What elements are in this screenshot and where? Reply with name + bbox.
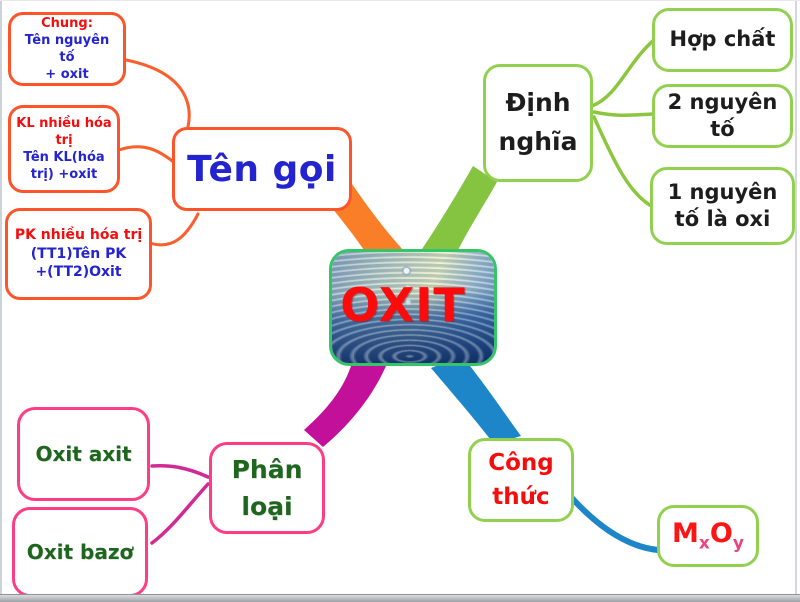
- node-definition-two-elements[interactable]: 2 nguyên tố: [652, 84, 793, 148]
- node-center-oxit-label: OXIT: [340, 278, 466, 332]
- node-center-oxit[interactable]: OXIT: [329, 249, 497, 366]
- connector-naming-nonmetal: [148, 212, 200, 247]
- node-naming-nonmetal-body1: (TT1)Tên PK: [30, 245, 127, 262]
- node-naming[interactable]: Tên gọi: [172, 127, 352, 211]
- formula-x-subscript: x: [698, 533, 710, 554]
- node-definition-label: Định nghĩa: [498, 88, 578, 156]
- formula-y-subscript: y: [732, 533, 744, 554]
- formula-m: M: [672, 518, 699, 550]
- node-formula-mxoy[interactable]: MxOy: [657, 505, 759, 567]
- frame-right-edge: [795, 0, 797, 602]
- branch-definition: [422, 166, 497, 254]
- node-formula-label: Công thức: [488, 449, 554, 511]
- node-definition-one-element-oxygen[interactable]: 1 nguyên tố là oxi: [650, 167, 795, 245]
- node-classification-basic-oxide-label: Oxit bazơ: [26, 540, 134, 564]
- frame-top-edge: [0, 0, 800, 1]
- connector-definition-item1: [590, 38, 656, 108]
- branch-formula: [431, 356, 521, 444]
- node-naming-nonmetal[interactable]: PK nhiều hóa trị (TT1)Tên PK +(TT2)Oxit: [5, 208, 152, 300]
- node-naming-general-body1: Tên nguyên tố: [24, 32, 110, 65]
- node-definition-one-element-oxygen-label: 1 nguyên tố là oxi: [667, 179, 778, 231]
- node-naming-general-heading: Chung:: [41, 15, 93, 31]
- node-naming-metal-body: Tên KL(hóa trị) +oxit: [23, 150, 105, 183]
- node-definition-compound[interactable]: Hợp chất: [652, 8, 793, 72]
- node-naming-nonmetal-heading: PK nhiều hóa trị: [14, 227, 143, 244]
- node-naming-metal[interactable]: KL nhiều hóa trị Tên KL(hóa trị) +oxit: [8, 105, 120, 193]
- node-formula[interactable]: Công thức: [468, 438, 574, 522]
- node-formula-mxoy-value: MxOy: [672, 518, 744, 553]
- connector-classification-item1: [150, 464, 210, 479]
- frame-bottom-edge: [0, 594, 800, 602]
- node-classification-basic-oxide[interactable]: Oxit bazơ: [12, 507, 148, 597]
- node-definition-two-elements-label: 2 nguyên tố: [667, 89, 778, 141]
- node-naming-general[interactable]: Chung: Tên nguyên tố + oxit: [8, 12, 126, 86]
- node-classification-label: Phân loại: [231, 454, 303, 522]
- formula-o: O: [709, 518, 733, 550]
- node-classification[interactable]: Phân loại: [209, 442, 325, 534]
- node-classification-acid-oxide[interactable]: Oxit axit: [17, 407, 150, 501]
- connector-definition-item3: [592, 115, 657, 210]
- node-naming-label: Tên gọi: [187, 148, 337, 190]
- node-definition-compound-label: Hợp chất: [669, 27, 776, 52]
- connector-naming-metal: [117, 145, 178, 166]
- connector-formula-mxoy: [567, 493, 661, 553]
- branch-classification: [304, 366, 386, 447]
- connector-definition-item2: [592, 110, 655, 117]
- water-droplet-image: [332, 252, 494, 363]
- node-classification-acid-oxide-label: Oxit axit: [35, 442, 132, 466]
- connector-classification-item2: [150, 482, 210, 545]
- node-naming-metal-heading: KL nhiều hóa trị: [16, 115, 112, 148]
- node-naming-nonmetal-body2: +(TT2)Oxit: [35, 264, 122, 281]
- frame-left-edge: [0, 0, 2, 602]
- node-naming-general-body2: + oxit: [45, 67, 89, 83]
- node-definition[interactable]: Định nghĩa: [483, 64, 593, 182]
